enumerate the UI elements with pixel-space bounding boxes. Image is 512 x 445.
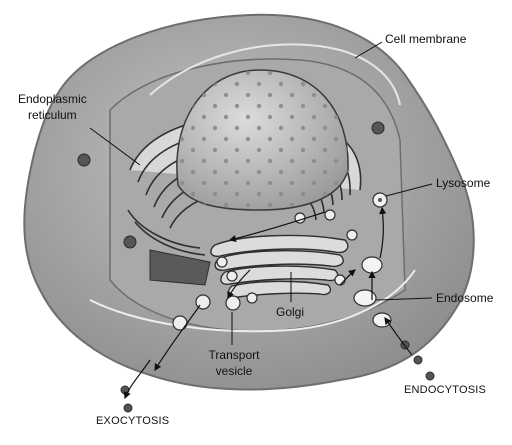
- label-endoplasmic-reticulum-line2: reticulum: [28, 108, 77, 122]
- er-base: [149, 249, 211, 286]
- label-lysosome: Lysosome: [436, 176, 491, 190]
- lysosome: [372, 192, 388, 208]
- label-cell-membrane: Cell membrane: [385, 32, 467, 46]
- golgi-vesicles: [216, 209, 358, 304]
- label-endocytosis: ENDOCYTOSIS: [404, 384, 487, 396]
- pathway-arrows: [123, 206, 413, 400]
- nucleus-pores: [176, 70, 349, 210]
- label-endosome: Endosome: [436, 291, 494, 305]
- cell-membrane-line: [89, 269, 416, 333]
- golgi-apparatus: [210, 234, 349, 298]
- label-transport-vesicle-line2: vesicle: [215, 364, 253, 378]
- label-leaders: [89, 41, 433, 345]
- transport-vesicles: [172, 294, 241, 331]
- label-golgi: Golgi: [276, 305, 305, 319]
- cell-spheres: [77, 121, 435, 413]
- label-endoplasmic-reticulum-line1: Endoplasmic: [18, 92, 87, 106]
- label-exocytosis: EXOCYTOSIS: [96, 415, 170, 427]
- cell-membrane-curve: [149, 43, 401, 106]
- label-transport-vesicle-line1: Transport: [208, 348, 260, 362]
